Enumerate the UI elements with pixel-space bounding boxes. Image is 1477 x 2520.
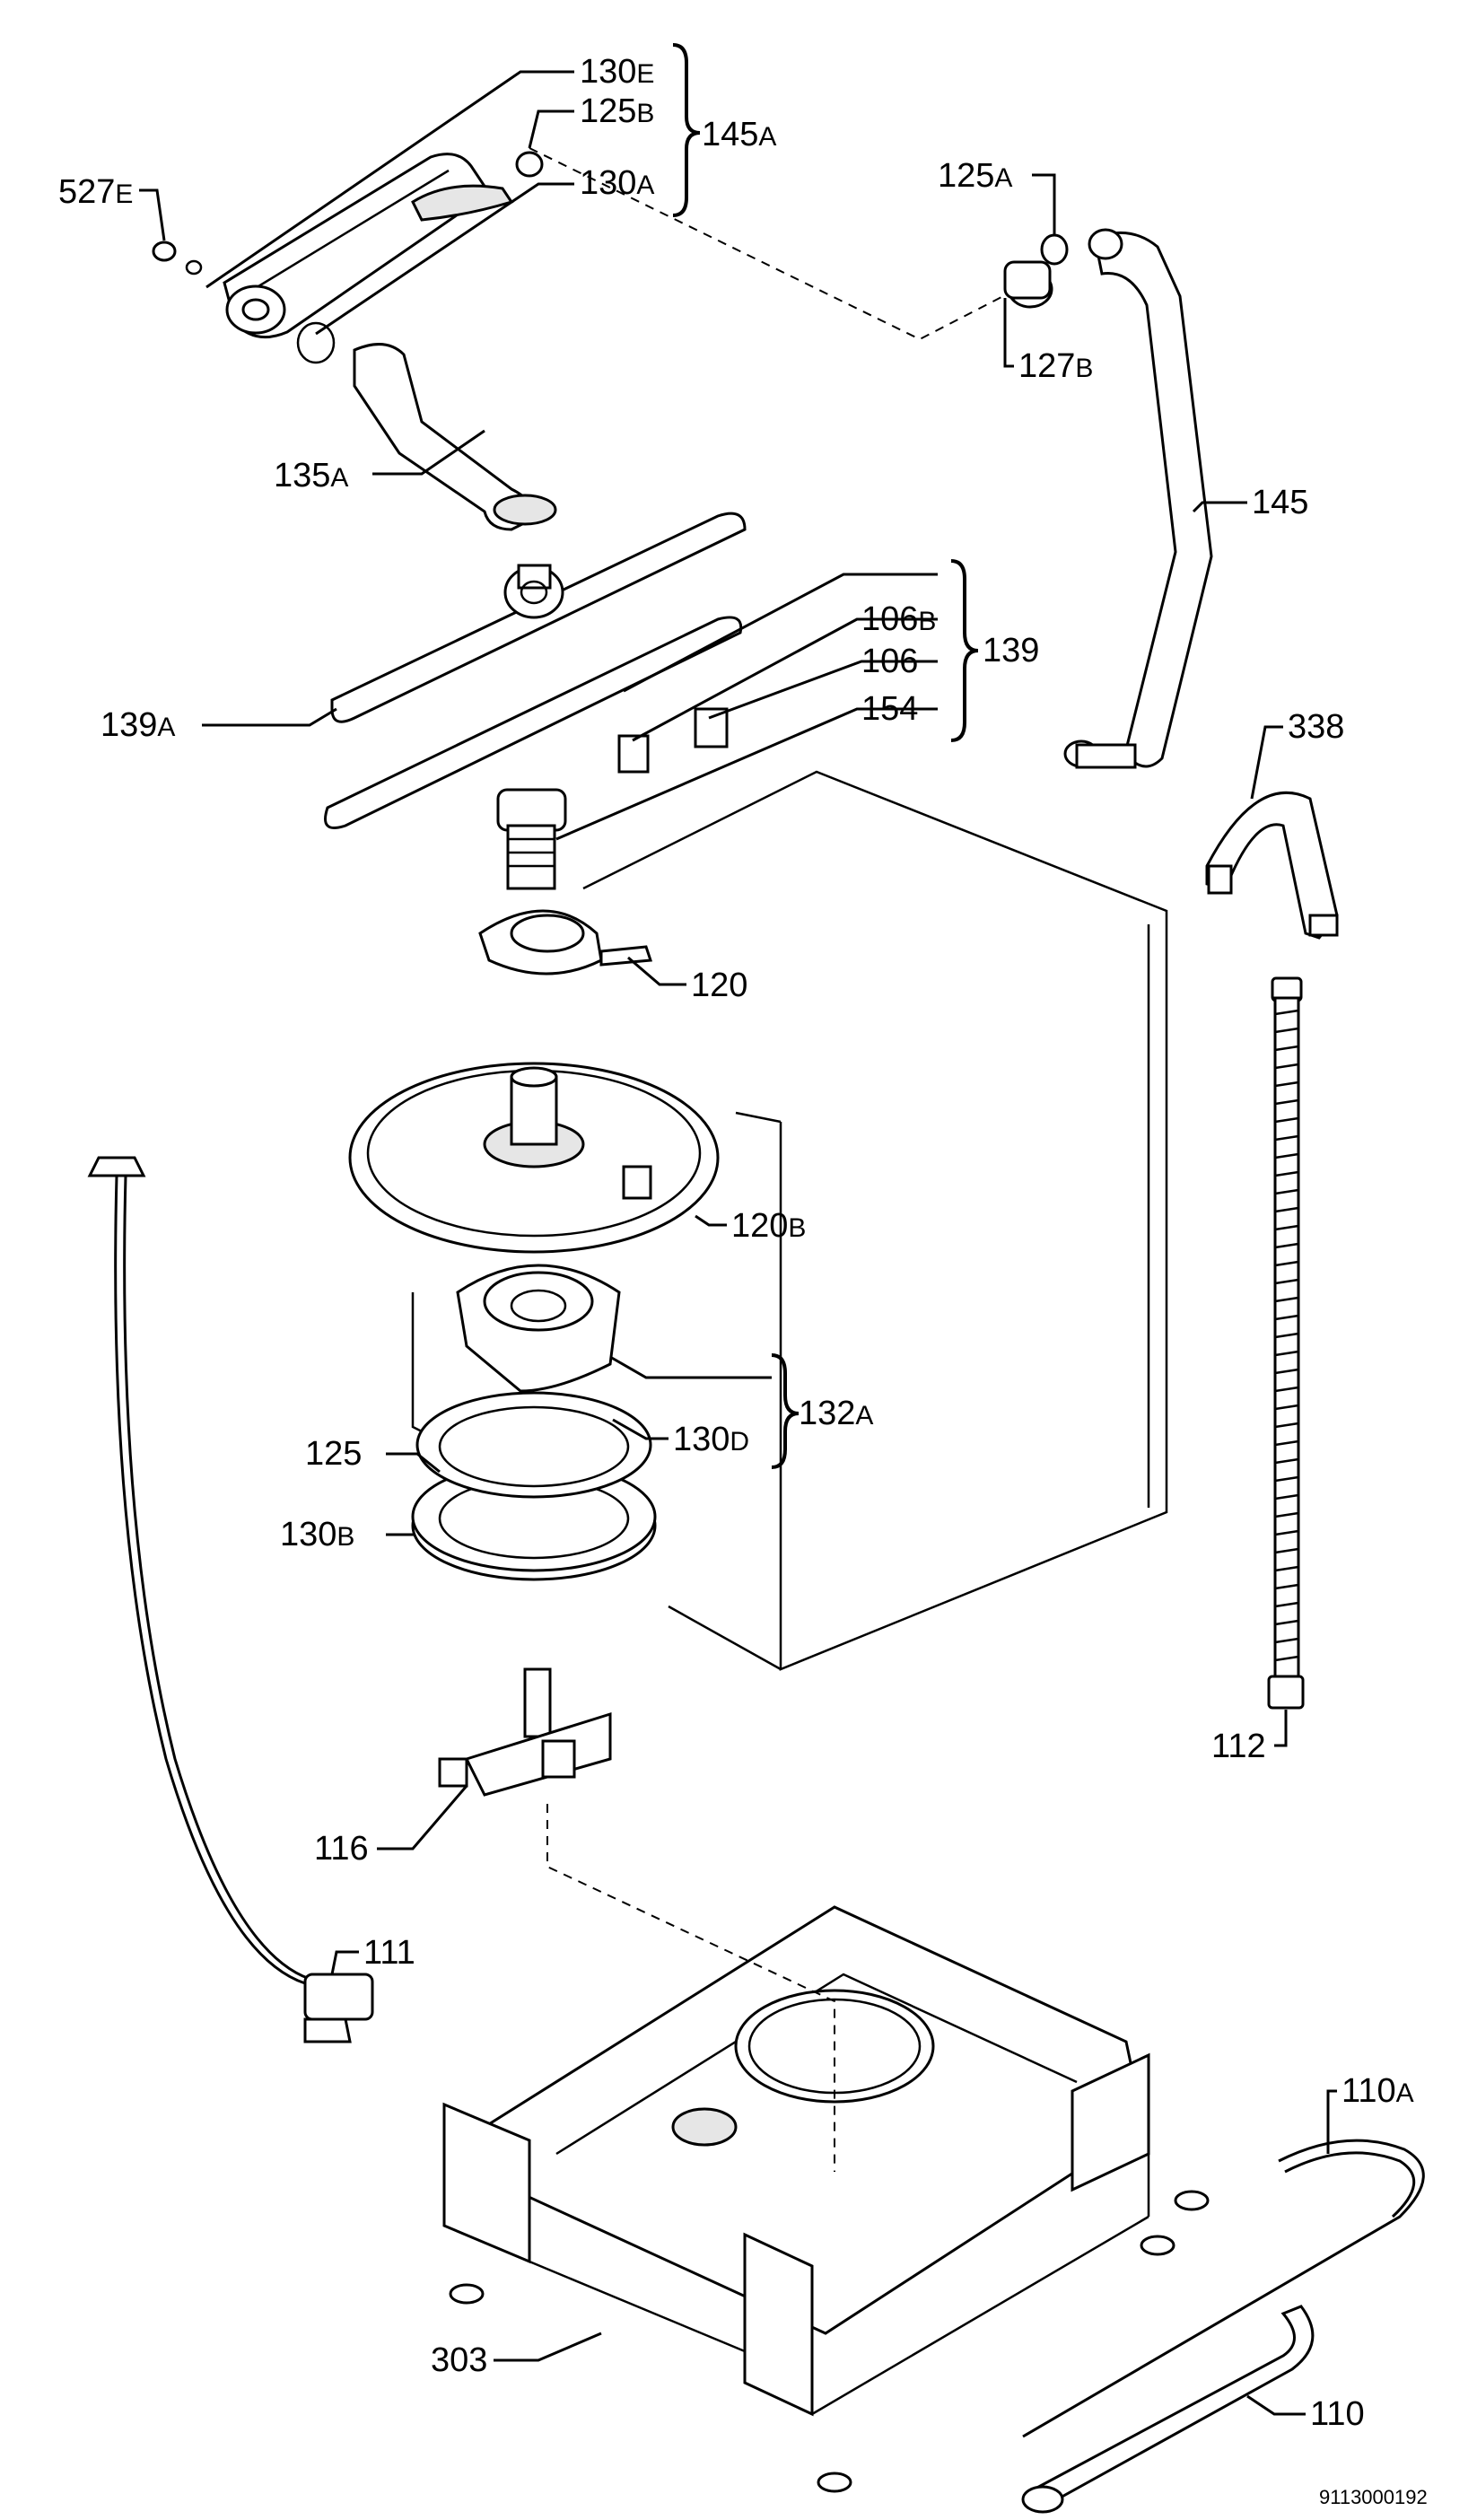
label-130B: 130B [280, 1516, 354, 1553]
flexible-hose [1267, 976, 1305, 1710]
spray-arm-nut [478, 909, 653, 976]
label-120: 120 [691, 967, 747, 1004]
hose-bracket [1205, 791, 1339, 940]
label-139A: 139A [101, 706, 175, 744]
braces [672, 43, 979, 1469]
filter-plate [348, 1062, 720, 1254]
label-125B: 125B [580, 92, 654, 130]
spray-arm-hub [496, 788, 567, 890]
power-cable [87, 1156, 374, 2043]
label-154: 154 [861, 690, 918, 728]
lower-spray-arm [324, 512, 747, 829]
label-106B: 106B [861, 600, 936, 638]
label-338: 338 [1288, 708, 1344, 746]
label-127B: 127B [1018, 347, 1093, 385]
drain-hoses [1021, 2139, 1425, 2514]
label-116: 116 [314, 1830, 369, 1868]
sump-housing [456, 1264, 621, 1432]
heater-connector [438, 1667, 612, 1797]
label-110: 110 [1310, 2395, 1365, 2433]
leader-lines [139, 70, 1337, 2416]
label-139: 139 [983, 632, 1039, 669]
label-135A: 135A [274, 457, 348, 494]
label-106: 106 [861, 643, 918, 680]
drawing-code: 9113000192 [1319, 2486, 1428, 2508]
label-130E: 130E [580, 53, 654, 91]
label-112: 112 [1211, 1728, 1266, 1765]
spray-feed-pipe [353, 343, 557, 531]
label-145A: 145A [702, 116, 776, 153]
label-130D: 130D [673, 1421, 749, 1458]
label-110A: 110A [1342, 2072, 1414, 2110]
label-111: 111 [363, 1934, 415, 1972]
label-125A: 125A [938, 157, 1012, 195]
base-frame [442, 1905, 1210, 2493]
long-supply-pipe [1063, 228, 1213, 769]
label-303: 303 [431, 2341, 487, 2379]
callout-labels: 130E 125B 145A 130A 527E 125A 127B 135A … [58, 53, 1414, 2433]
pipe-connector [1003, 233, 1069, 309]
filter-ring [411, 1391, 657, 1581]
label-145: 145 [1252, 484, 1308, 521]
upper-spray-arm [152, 151, 544, 364]
label-120B: 120B [731, 1207, 806, 1245]
label-527E: 527E [58, 173, 133, 211]
label-132A: 132A [799, 1395, 873, 1432]
label-130A: 130A [580, 164, 654, 202]
label-125: 125 [305, 1435, 362, 1473]
